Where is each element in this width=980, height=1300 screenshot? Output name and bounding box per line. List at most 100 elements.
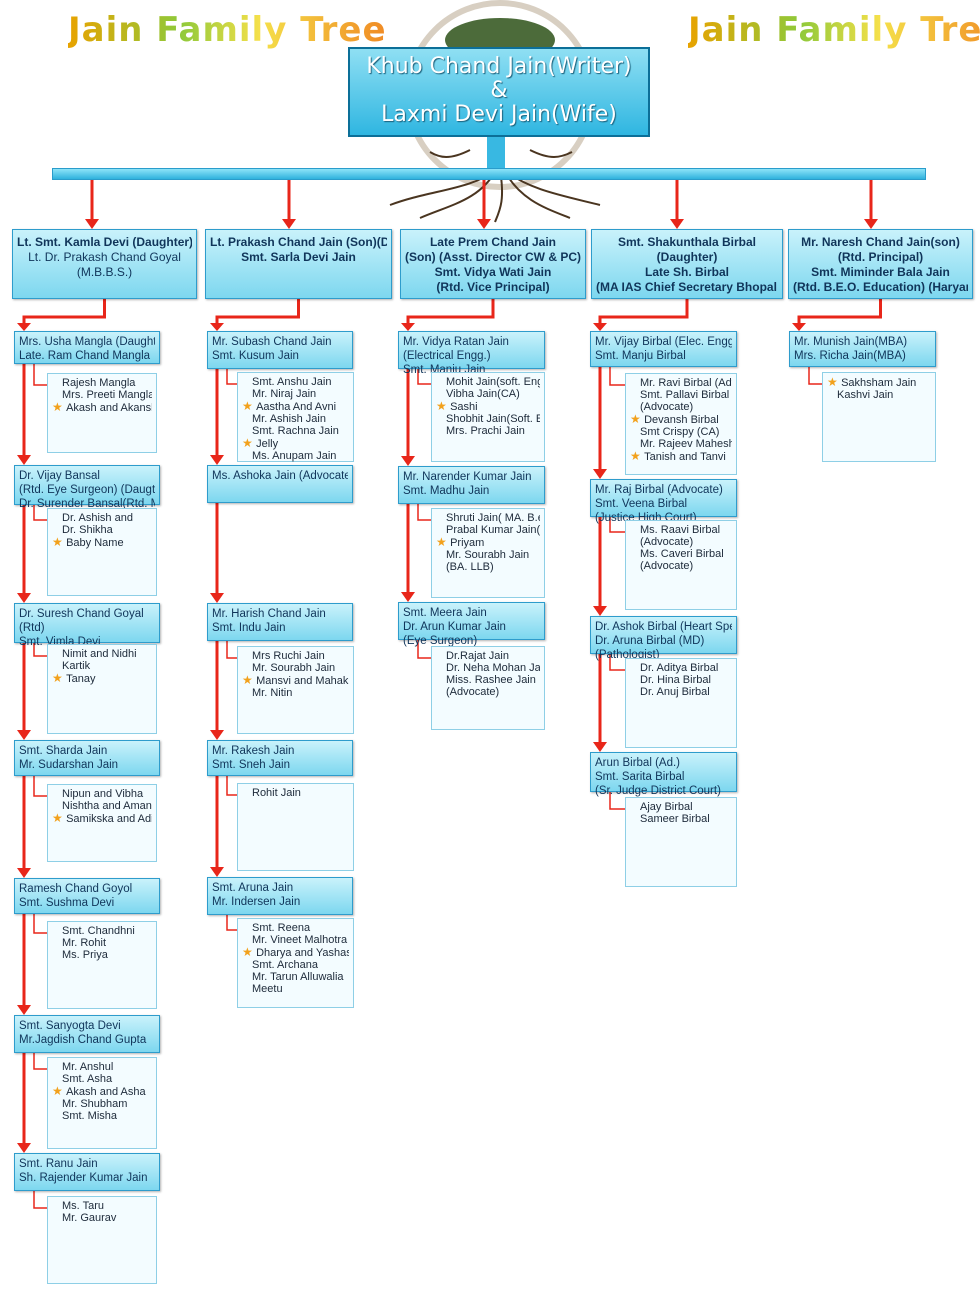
child-entry: Mr. Niraj Jain [242, 388, 349, 400]
col3-arrow-first-head [593, 323, 607, 331]
family-0-4-child-bracket-line [33, 914, 48, 934]
child-name: Kartik [62, 660, 91, 672]
child-entry: Shobhit Jain(Soft. Engg.) [436, 413, 540, 425]
parent-name: Ms. Ashoka Jain (Advocate) [212, 470, 348, 482]
child-entry: Nipun and Vibha [52, 788, 152, 800]
child-name: Aastha And Avni [256, 401, 337, 413]
family-3-1-parents: Mr. Raj Birbal (Advocate)Smt. Veena Birb… [590, 479, 737, 524]
child-name: Ms. Caveri Birbal [640, 548, 724, 560]
col0-arrow-top-head [85, 219, 99, 229]
family-0-1-parents: Dr. Vijay Bansal (Rtd. Eye Surgeon) (Daug… [14, 465, 160, 510]
family-0-3-child-bracket-line [33, 776, 48, 797]
family-2-2-child-bracket-line [417, 640, 432, 659]
child-name: Dharya and Yashasvi [256, 947, 349, 959]
star-icon: ★ [436, 400, 451, 413]
child-name: Dr. Ashish and [62, 512, 133, 524]
child-name: Mr. Gaurav [62, 1212, 117, 1224]
child-entry: Dr. Hina Birbal [630, 674, 732, 686]
family-4-0-child-bracket-line [808, 367, 823, 385]
child-entry: Smt. Rachna Jain [242, 425, 349, 437]
child-entry: Kashvi Jain [827, 389, 931, 401]
child-name: Mrs Ruchi Jain [252, 650, 325, 662]
family-1-4-child-bracket-line [226, 915, 238, 931]
parent-name: (Rtd) [19, 622, 45, 634]
family-0-3-next-arrow-head [17, 868, 31, 878]
family-2-0-next-arrow-head [401, 456, 415, 466]
parent-name: Mrs. Usha Mangla (Daughter) [19, 336, 155, 348]
child-entry: ★ Baby Name [52, 536, 152, 549]
family-3-0-child-bracket-line [609, 367, 626, 386]
col3-arrow-first [598, 299, 689, 325]
child-name: Smt. Reena [252, 922, 311, 934]
child-name: (Advocate) [640, 560, 694, 572]
child-name: Miss. Rashee Jain [446, 674, 536, 686]
child-name: Devansh Birbal [644, 414, 719, 426]
family-1-0-child-bracket-line [226, 369, 238, 385]
child-name: Ms. Raavi Birbal [640, 524, 721, 536]
col2-arrow-first [406, 299, 495, 325]
child-name: Tanay [66, 673, 96, 685]
child-entry: ★ Samikska and Aditya [52, 812, 152, 825]
parent-name: Smt. Veena Birbal [595, 498, 688, 510]
child-name: Dr. Neha Mohan Jain [446, 662, 540, 674]
child-name: Dr. Shikha [62, 524, 113, 536]
child-name: Mr. Niraj Jain [252, 388, 317, 400]
child-name: (Advocate) [640, 401, 694, 413]
family-0-4-next-arrow-head [17, 1005, 31, 1015]
child-entry: Smt. Chandhni [52, 925, 152, 937]
child-entry: Ms. Priya [52, 949, 152, 961]
family-1-3-child-bracket-line [226, 776, 238, 796]
child-name: Dr. Anuj Birbal [640, 686, 710, 698]
parent-name: (Rtd. Eye Surgeon) (Daugter) [19, 484, 155, 496]
child-name: Prabal Kumar Jain(CA) [446, 524, 540, 536]
child-entry: Mr. Tarun Alluwalia [242, 971, 349, 983]
column-1-head-line: Lt. Prakash Chand Jain (Son)(DSP) [210, 235, 387, 249]
child-name: Sashi [450, 401, 478, 413]
parent-name: Smt. Kusum Jain [212, 350, 299, 362]
family-0-0-child-bracket-line [33, 364, 48, 386]
child-name: Dr. Hina Birbal [640, 674, 711, 686]
child-name: Smt Crispy (CA) [640, 426, 720, 438]
child-entry: Rajesh Mangla [52, 377, 152, 389]
family-2-0-children: Mohit Jain(soft. Engg.Vibha Jain(CA)★ Sa… [431, 372, 545, 462]
family-2-1-children: Shruti Jain( MA. B.ed.)Prabal Kumar Jain… [431, 508, 545, 598]
family-0-1-child-bracket-line [33, 505, 48, 521]
child-name: Sameer Birbal [640, 813, 710, 825]
child-entry: Mohit Jain(soft. Engg. [436, 376, 540, 388]
parent-name: Mr.Jagdish Chand Gupta [19, 1034, 147, 1046]
child-name: Rohit Jain [252, 787, 301, 799]
star-icon: ★ [436, 536, 451, 549]
child-entry: Mr. Ravi Birbal (Advocate) [630, 377, 732, 389]
child-entry: Ms. Raavi Birbal [630, 524, 732, 536]
column-4-head-line: (Rtd. Principal) [837, 250, 924, 264]
column-3-head-line: Late Sh. Birbal [644, 265, 730, 279]
parent-name: Dr. Vijay Bansal [19, 470, 100, 482]
parent-name: Dr. Ashok Birbal (Heart Spec.) [595, 621, 732, 633]
parent-name: Smt. Aruna Jain [212, 882, 294, 894]
family-3-2-child-bracket-line [609, 654, 626, 671]
child-name: (BA. LLB) [446, 561, 494, 573]
child-name: Nimit and Nidhi [62, 648, 137, 660]
child-entry: ★ Sakhsham Jain [827, 376, 931, 389]
child-entry: (Advocate) [630, 401, 732, 413]
child-name: (Advocate) [446, 686, 500, 698]
child-name: Nishtha and Aman [62, 800, 152, 812]
child-entry: Rohit Jain [242, 787, 349, 799]
child-name: Mr. Nitin [252, 687, 293, 699]
child-entry: Mr. Sourabh Jain [436, 549, 540, 561]
child-entry: ★ Tanay [52, 672, 152, 685]
child-entry: Ms. Taru [52, 1200, 152, 1212]
child-name: (Advocate) [640, 536, 694, 548]
parent-name: Smt. Sushma Devi [19, 897, 115, 909]
child-entry: Mr. Rohit [52, 937, 152, 949]
parent-name: Dr. Arun Kumar Jain [403, 621, 506, 633]
child-name: Ms. Taru [62, 1200, 104, 1212]
child-name: Nipun and Vibha [62, 788, 144, 800]
child-name: Tanish and Tanvi [644, 451, 726, 463]
